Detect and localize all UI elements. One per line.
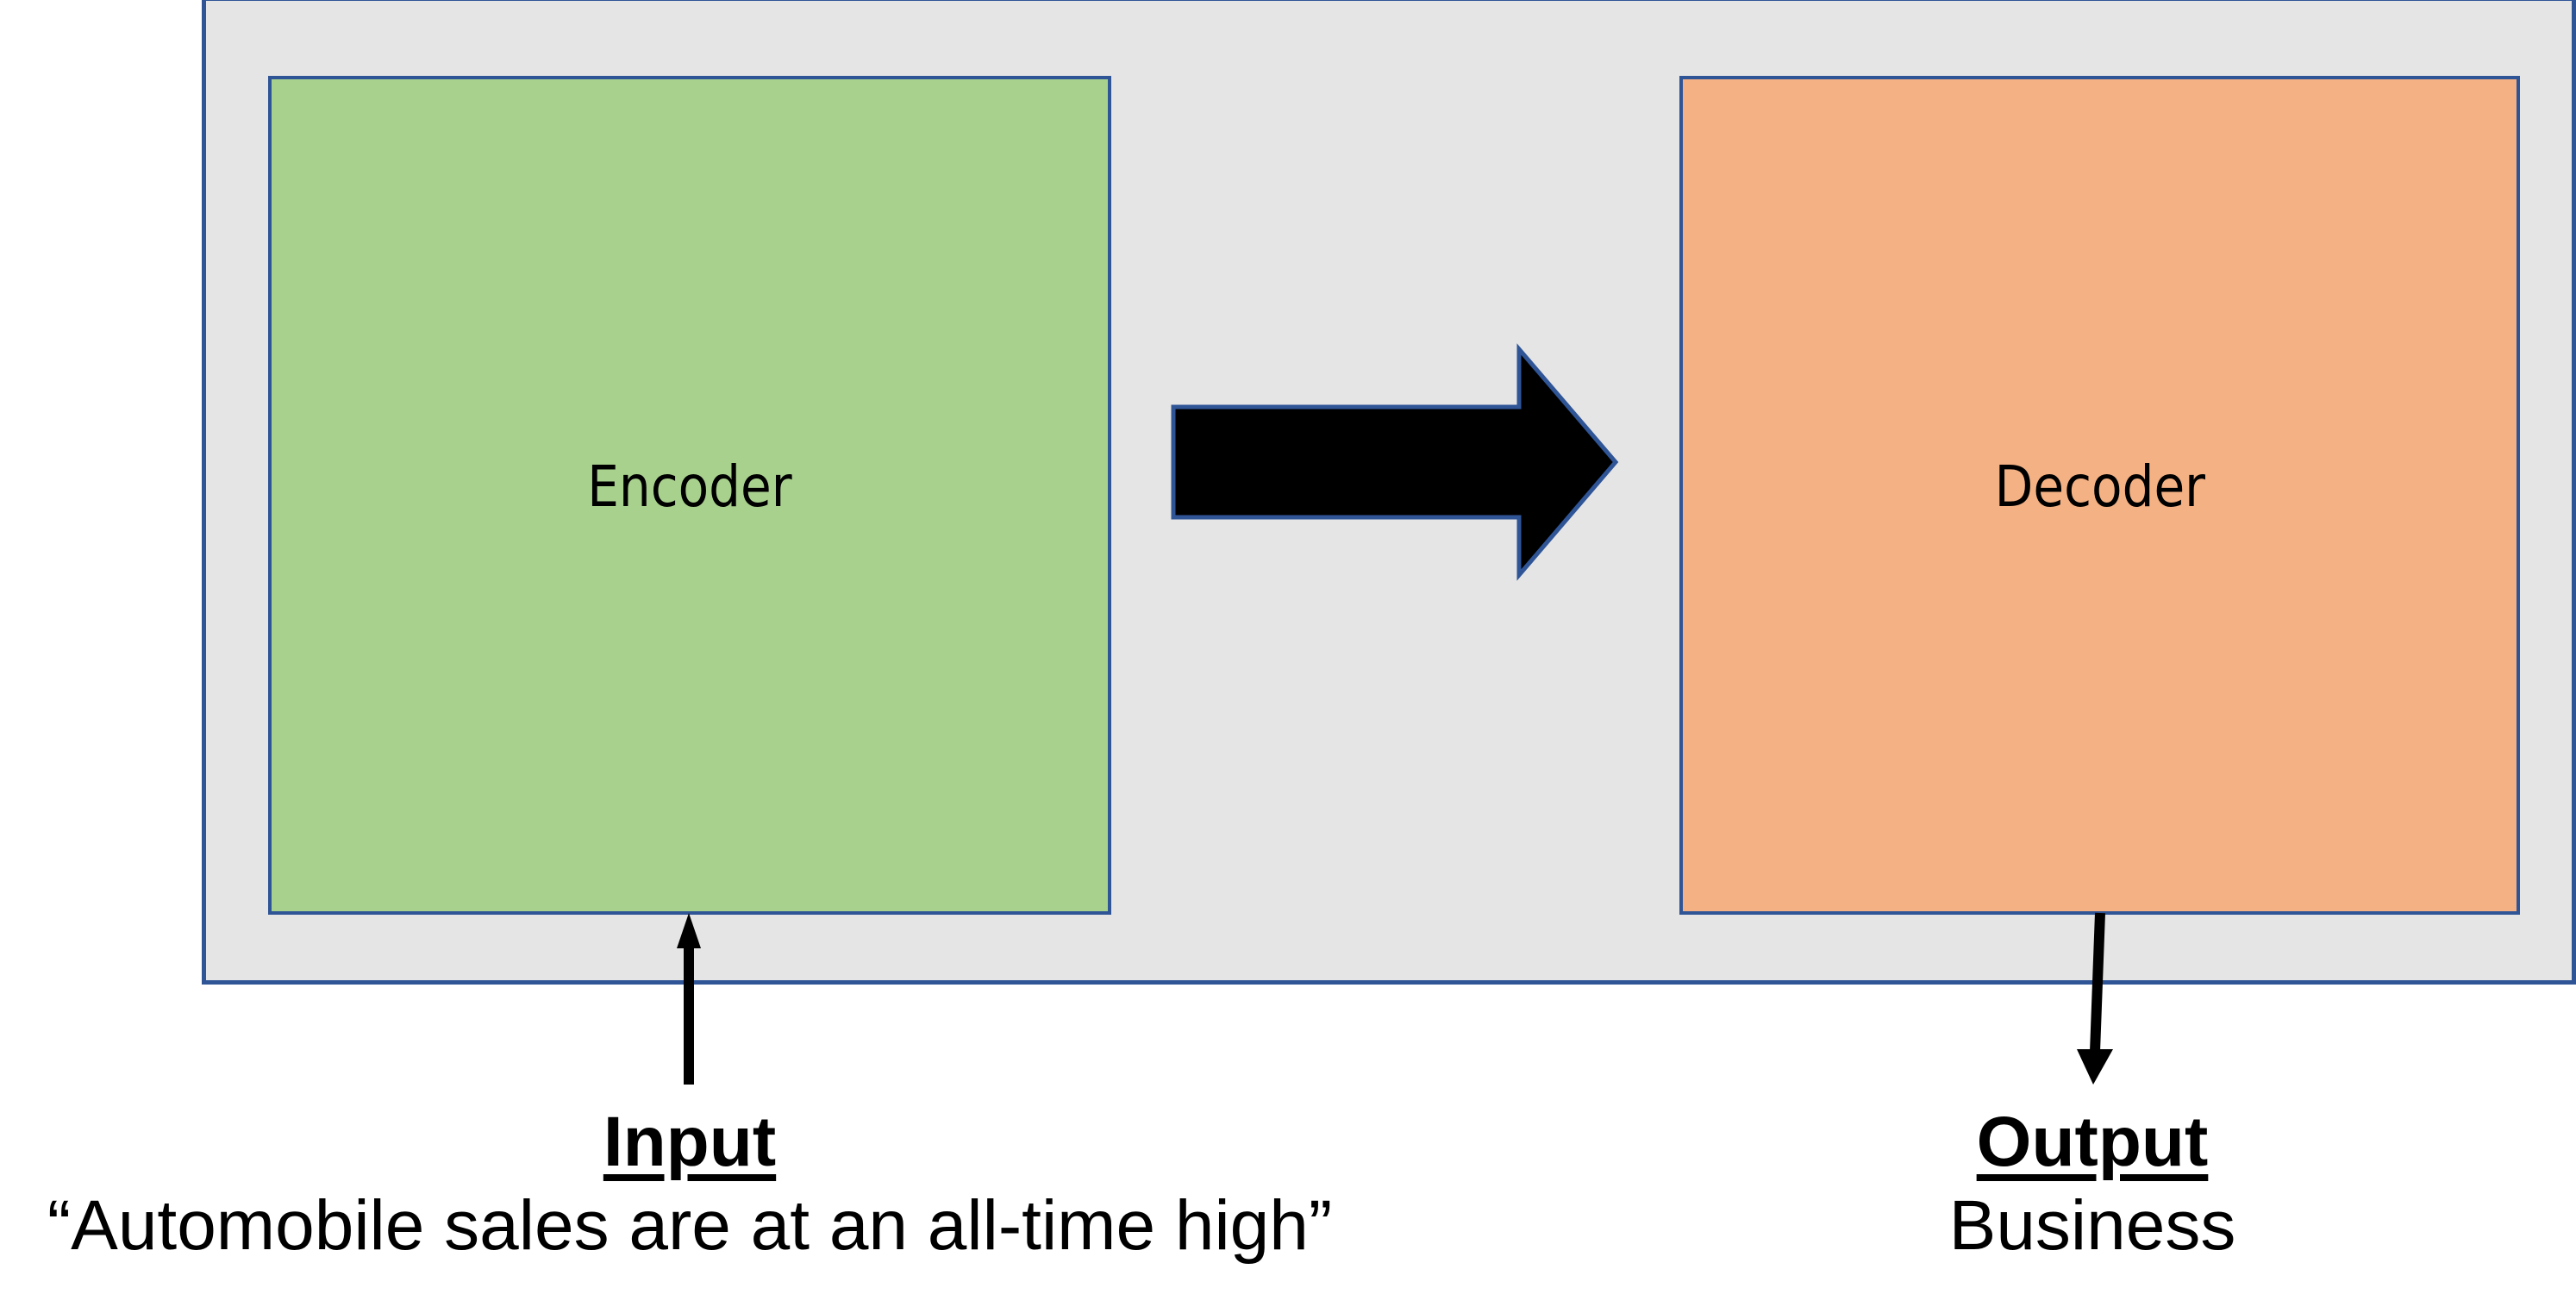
encoder-to-decoder-arrow-icon xyxy=(1171,343,1619,581)
input-arrow-icon xyxy=(677,913,701,1085)
output-title: Output xyxy=(1976,1103,2209,1181)
output-arrow-icon xyxy=(2077,912,2113,1085)
input-value: “Automobile sales are at an all-time hig… xyxy=(47,1186,1333,1265)
decoder-block: Decoder xyxy=(1679,76,2520,915)
encoder-label: Encoder xyxy=(587,453,792,520)
input-title: Input xyxy=(603,1103,777,1181)
encoder-block: Encoder xyxy=(268,76,1111,915)
decoder-label: Decoder xyxy=(1994,453,2205,520)
output-value: Business xyxy=(1948,1186,2236,1265)
